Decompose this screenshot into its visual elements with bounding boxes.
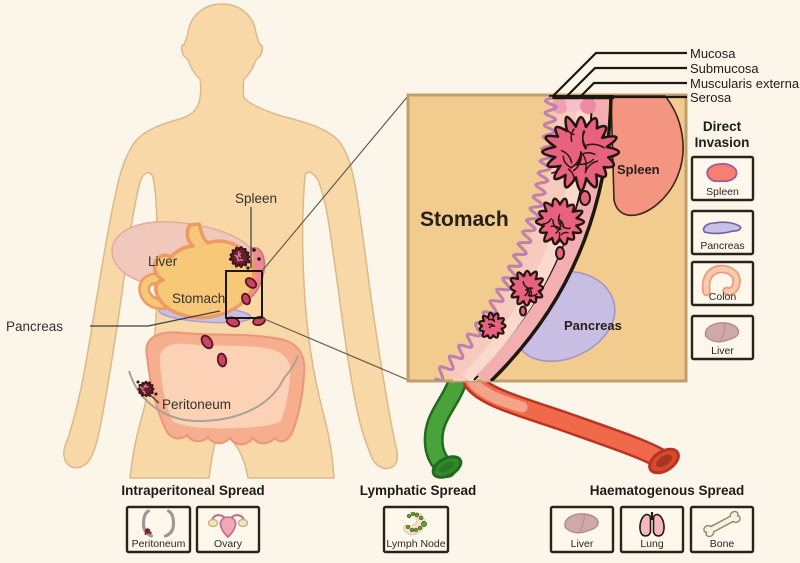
pancreas-label-line xyxy=(90,310,221,327)
peritoneal-nodule-texture xyxy=(139,384,149,395)
tumor-deposits xyxy=(200,277,266,368)
gland-bump xyxy=(566,96,582,112)
colon-icon xyxy=(701,264,741,297)
stomach-shape xyxy=(152,222,256,320)
inset-spleen-label: Spleen xyxy=(617,162,660,177)
peritoneum-line xyxy=(128,354,299,423)
zoom-connector-bottom xyxy=(261,317,409,381)
pancreas-label: Pancreas xyxy=(6,319,63,334)
legend-box-lymph-node: Lymph Node xyxy=(382,505,450,554)
legend-label: Pancreas xyxy=(700,240,744,252)
submucosa-leader xyxy=(566,66,687,97)
lung-icon xyxy=(639,512,665,537)
mucosa-squiggle xyxy=(434,96,559,381)
bone-icon xyxy=(703,510,741,538)
legend-box-direct-colon: Colon xyxy=(690,260,755,307)
lymph-vessel xyxy=(423,370,468,479)
legend-label: Liver xyxy=(571,538,594,550)
spleen-label: Spleen xyxy=(235,191,277,206)
tumor-dots xyxy=(136,248,261,396)
inset-pancreas-label: Pancreas xyxy=(564,318,622,333)
legend-box-direct-pancreas: Pancreas xyxy=(690,209,755,256)
peritoneal-nodule xyxy=(137,380,155,397)
legend-label: Lymph Node xyxy=(386,538,445,550)
tumor-drips xyxy=(519,190,591,317)
gland-bump xyxy=(552,98,568,114)
layer-label-submucosa: Submucosa xyxy=(690,61,759,76)
layer-leader-lines xyxy=(552,51,687,99)
legend-box-liver: Liver xyxy=(549,505,615,554)
stomach-label: Stomach xyxy=(172,291,225,306)
lymphatic-title: Lymphatic Spread xyxy=(360,483,477,498)
legend-label: Ovary xyxy=(214,538,243,550)
legend-label: Lung xyxy=(640,538,664,550)
gland-bump xyxy=(580,98,596,114)
liver-label: Liver xyxy=(148,254,178,269)
zoom-rectangle xyxy=(225,270,263,319)
legend-label: Peritoneum xyxy=(132,538,186,550)
pancreas-icon xyxy=(702,221,742,235)
inset-art: Stomach Spleen Pancreas xyxy=(420,95,684,381)
direct-invasion-title-line2: Invasion xyxy=(695,135,750,150)
haematogenous-title: Haematogenous Spread xyxy=(590,483,745,498)
layer-label-mucosa: Mucosa xyxy=(690,46,736,61)
legend-label: Colon xyxy=(709,291,737,303)
inset-stomach-label: Stomach xyxy=(420,208,509,231)
legend-box-peritoneum: Peritoneum xyxy=(125,505,192,554)
liver-icon xyxy=(704,322,740,343)
direct-invasion-title-line1: Direct xyxy=(703,119,742,134)
mucosa-leader xyxy=(552,51,687,97)
liver-icon xyxy=(564,513,599,534)
legend-box-lung: Lung xyxy=(619,505,685,554)
primary-tumor-texture xyxy=(234,250,244,262)
tumor-stage-1-texture xyxy=(551,125,605,181)
legend-box-direct-liver: Liver xyxy=(690,314,755,361)
legend-label: Spleen xyxy=(706,186,739,198)
peritoneum-icon xyxy=(141,509,176,538)
legend-box-direct-spleen: Spleen xyxy=(690,155,755,202)
legend-label: Bone xyxy=(710,538,735,550)
spleen-icon xyxy=(706,162,738,183)
muscularis-leader xyxy=(580,81,687,97)
layer-label-serosa: Serosa xyxy=(690,90,732,105)
peritoneum-label-line xyxy=(148,393,160,404)
inset-spleen xyxy=(610,95,684,217)
tumor-stage-3-texture xyxy=(522,281,538,298)
legend-box-ovary: Ovary xyxy=(195,505,261,554)
peritoneum-label: Peritoneum xyxy=(162,397,231,412)
layer-label-muscularis: Muscularis externa xyxy=(690,76,800,91)
tumor-stage-4-texture xyxy=(487,315,496,329)
intraperitoneal-title: Intraperitoneal Spread xyxy=(121,483,264,498)
lymph-node-icon xyxy=(403,511,427,536)
tumor-stage-2-texture xyxy=(542,214,571,245)
ovary-icon xyxy=(207,514,249,539)
blood-vessel xyxy=(462,370,680,475)
legend-box-bone: Bone xyxy=(689,505,755,554)
tumor-stage-2 xyxy=(534,197,586,246)
legend-label: Liver xyxy=(711,345,734,357)
zoom-connector-top xyxy=(261,95,409,272)
